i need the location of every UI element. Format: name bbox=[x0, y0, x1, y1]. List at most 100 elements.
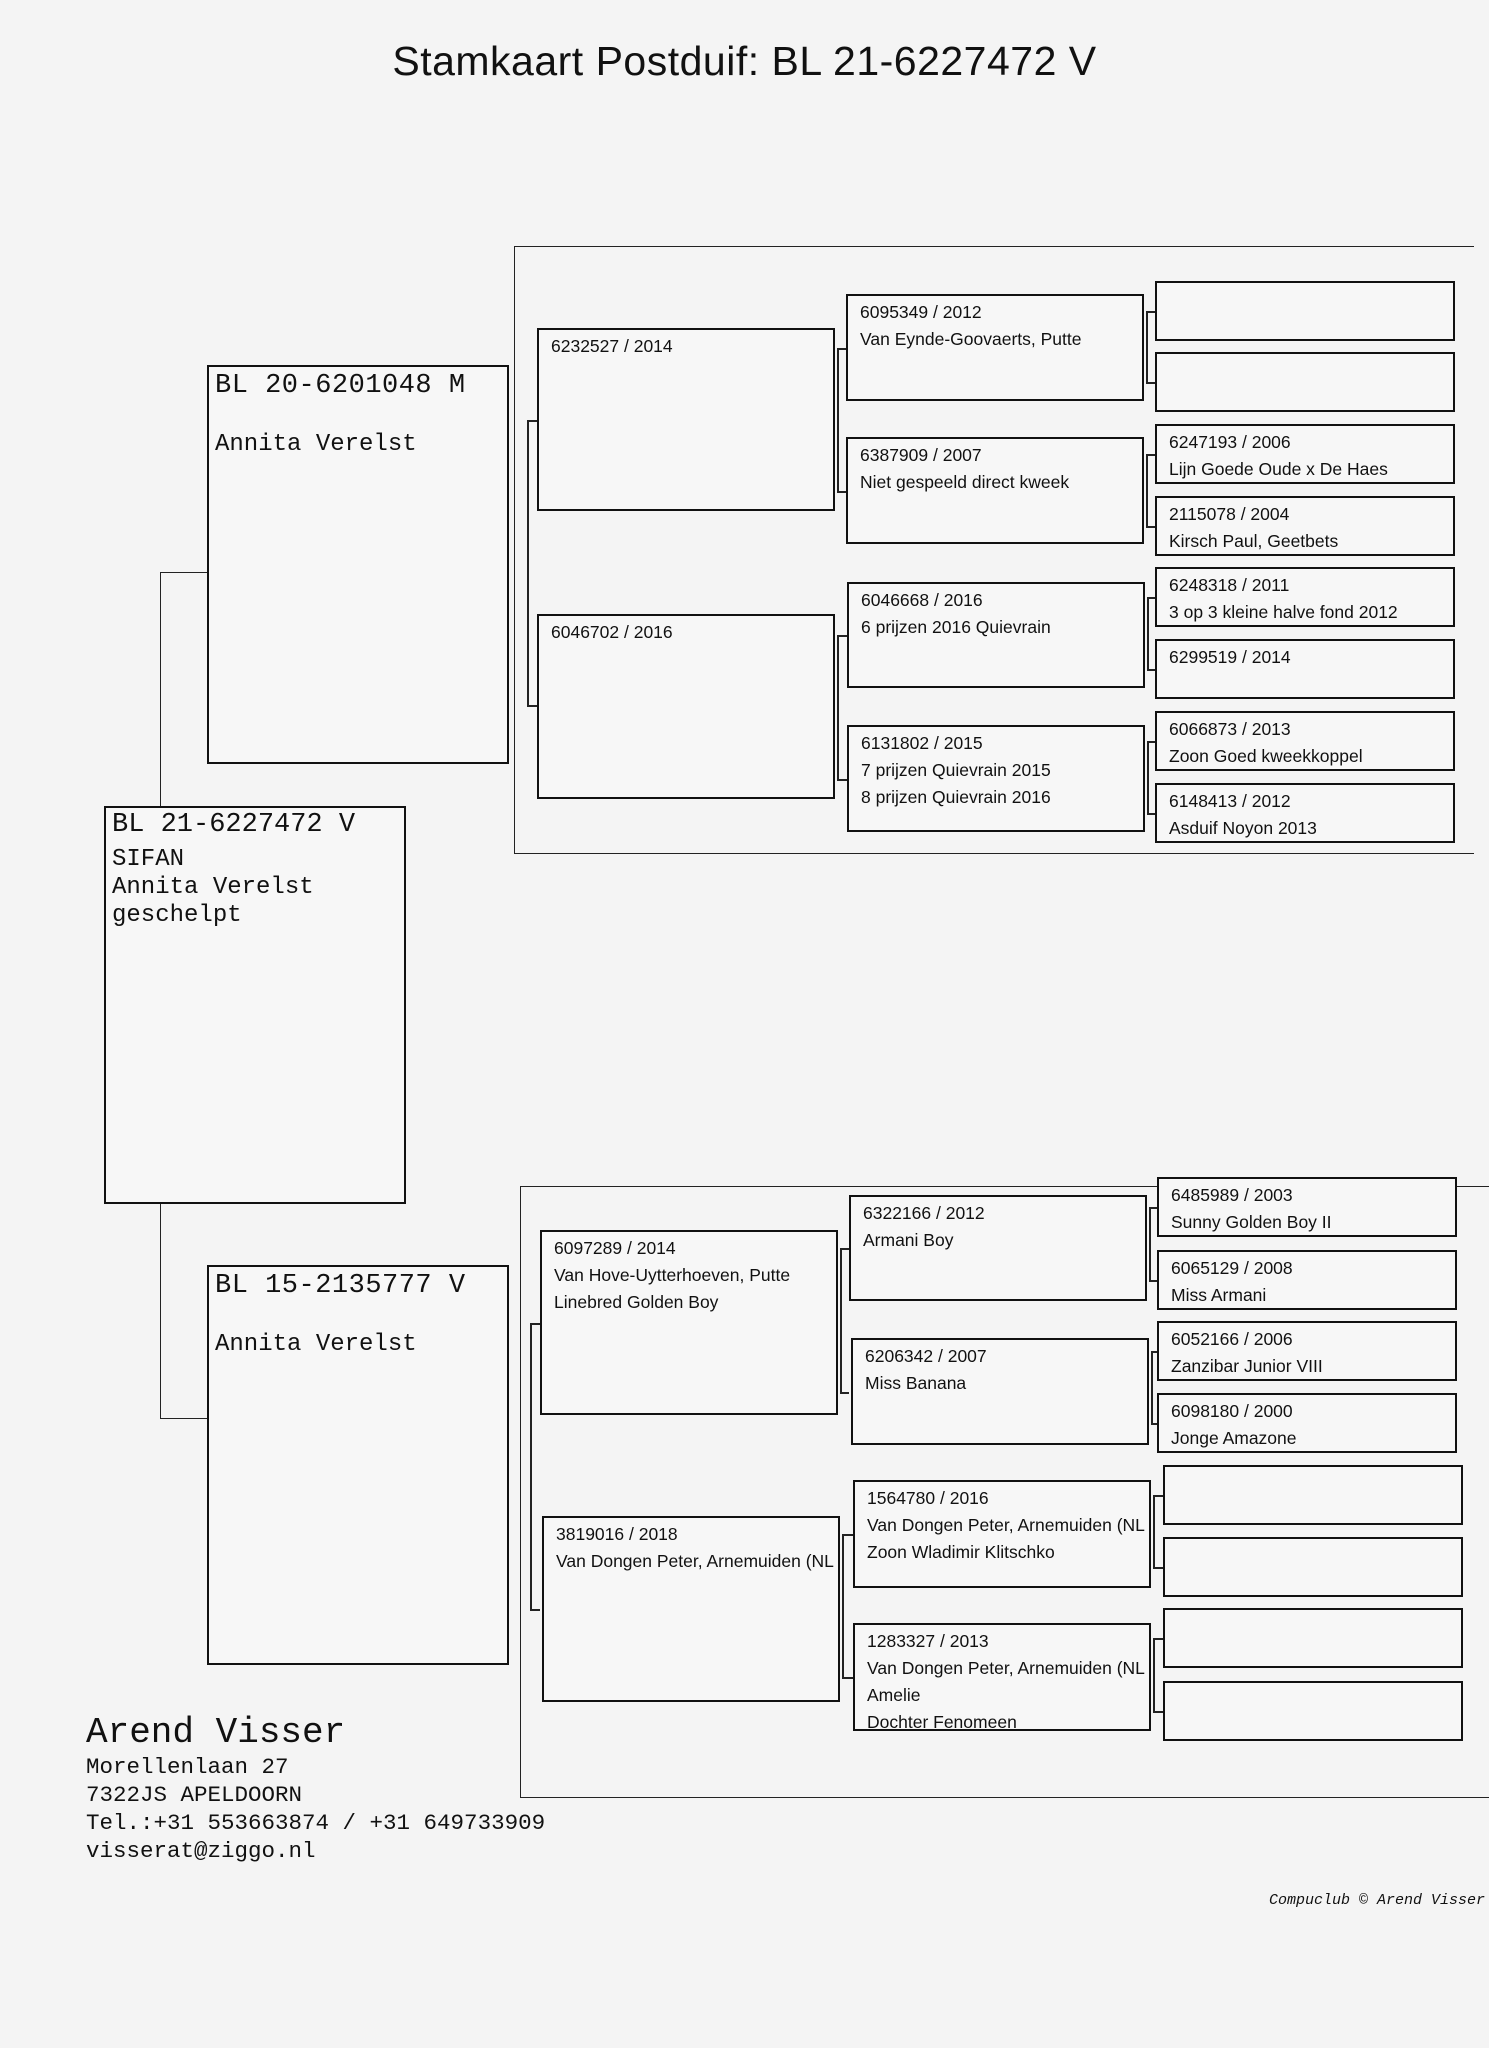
bracket-tick bbox=[1153, 1567, 1163, 1569]
ring-number: 6046668 / 2016 bbox=[861, 590, 983, 610]
dam-ring: BL 15-2135777 V bbox=[215, 1271, 466, 1301]
pigeon-note: Van Hove-Uytterhoeven, Putte bbox=[554, 1265, 791, 1285]
bracket-vertical bbox=[840, 1248, 842, 1392]
ring-number: 6247193 / 2006 bbox=[1169, 432, 1291, 452]
bracket-vertical bbox=[837, 347, 839, 491]
pigeon-note: Van Dongen Peter, Arnemuiden (NL bbox=[867, 1515, 1145, 1535]
bracket-tick bbox=[527, 420, 537, 422]
frame-top-lower bbox=[520, 1186, 1489, 1187]
frame-left-upper bbox=[514, 246, 515, 854]
frame-left-lower bbox=[520, 1186, 521, 1798]
ring-number: 2115078 / 2004 bbox=[1169, 504, 1290, 524]
pigeon-note: Sunny Golden Boy II bbox=[1171, 1212, 1332, 1232]
ring-number: 6065129 / 2008 bbox=[1171, 1258, 1293, 1278]
subject-color: geschelpt bbox=[112, 902, 242, 929]
ring-number: 6052166 / 2006 bbox=[1171, 1329, 1293, 1349]
bracket-tick bbox=[840, 1391, 849, 1394]
connector-to-sire bbox=[160, 572, 207, 573]
pigeon-note: Amelie bbox=[867, 1685, 921, 1705]
pigeon-note: 3 op 3 kleine halve fond 2012 bbox=[1169, 602, 1398, 622]
ring-number: 6387909 / 2007 bbox=[860, 445, 982, 465]
great-great-grandparent-box bbox=[1163, 1537, 1463, 1597]
pigeon-note: Zoon Goed kweekkoppel bbox=[1169, 746, 1363, 766]
owner-street: Morellenlaan 27 bbox=[86, 1754, 289, 1780]
pigeon-note: Armani Boy bbox=[863, 1230, 954, 1250]
ring-number: 6206342 / 2007 bbox=[865, 1346, 987, 1366]
great-great-grandparent-box bbox=[1163, 1465, 1463, 1525]
bracket-vertical bbox=[1153, 1638, 1155, 1711]
ring-number: 6095349 / 2012 bbox=[860, 302, 982, 322]
ring-number: 6097289 / 2014 bbox=[554, 1238, 676, 1258]
subject-ring: BL 21-6227472 V bbox=[112, 810, 356, 840]
pigeon-note: Zoon Wladimir Klitschko bbox=[867, 1542, 1055, 1562]
bracket-tick bbox=[530, 1609, 540, 1611]
ring-number: 6299519 / 2014 bbox=[1169, 647, 1291, 667]
bracket-vertical bbox=[527, 420, 529, 705]
ring-number: 6046702 / 2016 bbox=[551, 622, 673, 642]
subject-card: BL 21-6227472 V SIFAN Annita Verelst ges… bbox=[104, 806, 406, 1204]
bracket-tick bbox=[837, 490, 846, 493]
ring-number: 1283327 / 2013 bbox=[867, 1631, 989, 1651]
owner-email: visserat@ziggo.nl bbox=[86, 1838, 316, 1864]
owner-phone: Tel.:+31 553663874 / +31 649733909 bbox=[86, 1810, 546, 1836]
dam-card: BL 15-2135777 V Annita Verelst bbox=[207, 1265, 509, 1665]
connector-to-dam bbox=[160, 1418, 207, 1419]
pigeon-note: Lijn Goede Oude x De Haes bbox=[1169, 459, 1388, 479]
ring-number: 6485989 / 2003 bbox=[1171, 1185, 1293, 1205]
bracket-vertical bbox=[1149, 1207, 1151, 1280]
great-great-grandparent-box bbox=[1155, 352, 1455, 412]
frame-bottom-upper bbox=[514, 853, 1474, 854]
pigeon-note: Asduif Noyon 2013 bbox=[1169, 818, 1317, 838]
bracket-tick bbox=[1146, 382, 1155, 384]
bracket-vertical bbox=[1146, 454, 1148, 526]
grandparent-box: 6046702 / 2016 bbox=[537, 614, 835, 799]
owner-block: Arend Visser Morellenlaan 27 7322JS APEL… bbox=[86, 1712, 545, 1865]
software-credit: Compuclub © Arend Visser bbox=[1268, 1892, 1485, 1909]
dam-breeder: Annita Verelst bbox=[215, 1331, 417, 1358]
sire-card: BL 20-6201048 M Annita Verelst bbox=[207, 365, 509, 764]
bracket-vertical bbox=[1153, 1495, 1155, 1567]
pigeon-note: 8 prijzen Quievrain 2016 bbox=[861, 787, 1051, 807]
pigeon-note: Zanzibar Junior VIII bbox=[1171, 1356, 1323, 1376]
bracket-tick bbox=[1151, 1351, 1157, 1353]
frame-bottom-lower bbox=[520, 1797, 1489, 1798]
ring-number: 3819016 / 2018 bbox=[556, 1524, 678, 1544]
pigeon-note: Miss Banana bbox=[865, 1373, 967, 1393]
bracket-tick bbox=[1146, 454, 1155, 456]
bracket-tick bbox=[842, 1534, 853, 1536]
pigeon-note: Niet gespeeld direct kweek bbox=[860, 472, 1070, 492]
bracket-tick bbox=[1146, 526, 1155, 528]
ring-number: 6066873 / 2013 bbox=[1169, 719, 1291, 739]
bracket-tick bbox=[1147, 597, 1155, 599]
great-great-grandparent-box: 6299519 / 2014 bbox=[1155, 639, 1455, 699]
pigeon-note: Van Eynde-Goovaerts, Putte bbox=[860, 329, 1082, 349]
pigeon-note: Kirsch Paul, Geetbets bbox=[1169, 531, 1339, 551]
great-great-grandparent-box bbox=[1163, 1681, 1463, 1741]
great-great-grandparent-box bbox=[1155, 281, 1455, 341]
bracket-tick bbox=[842, 1677, 853, 1679]
bracket-tick bbox=[1149, 1280, 1157, 1282]
bracket-tick bbox=[1153, 1638, 1163, 1640]
ring-number: 1564780 / 2016 bbox=[867, 1488, 989, 1508]
bracket-vertical bbox=[1147, 597, 1149, 669]
bracket-tick bbox=[1146, 311, 1155, 313]
page-title: Stamkaart Postduif: BL 21-6227472 V bbox=[392, 38, 1097, 84]
pigeon-note: Van Dongen Peter, Arnemuiden (NL bbox=[556, 1551, 834, 1571]
ring-number: 6148413 / 2012 bbox=[1169, 791, 1291, 811]
